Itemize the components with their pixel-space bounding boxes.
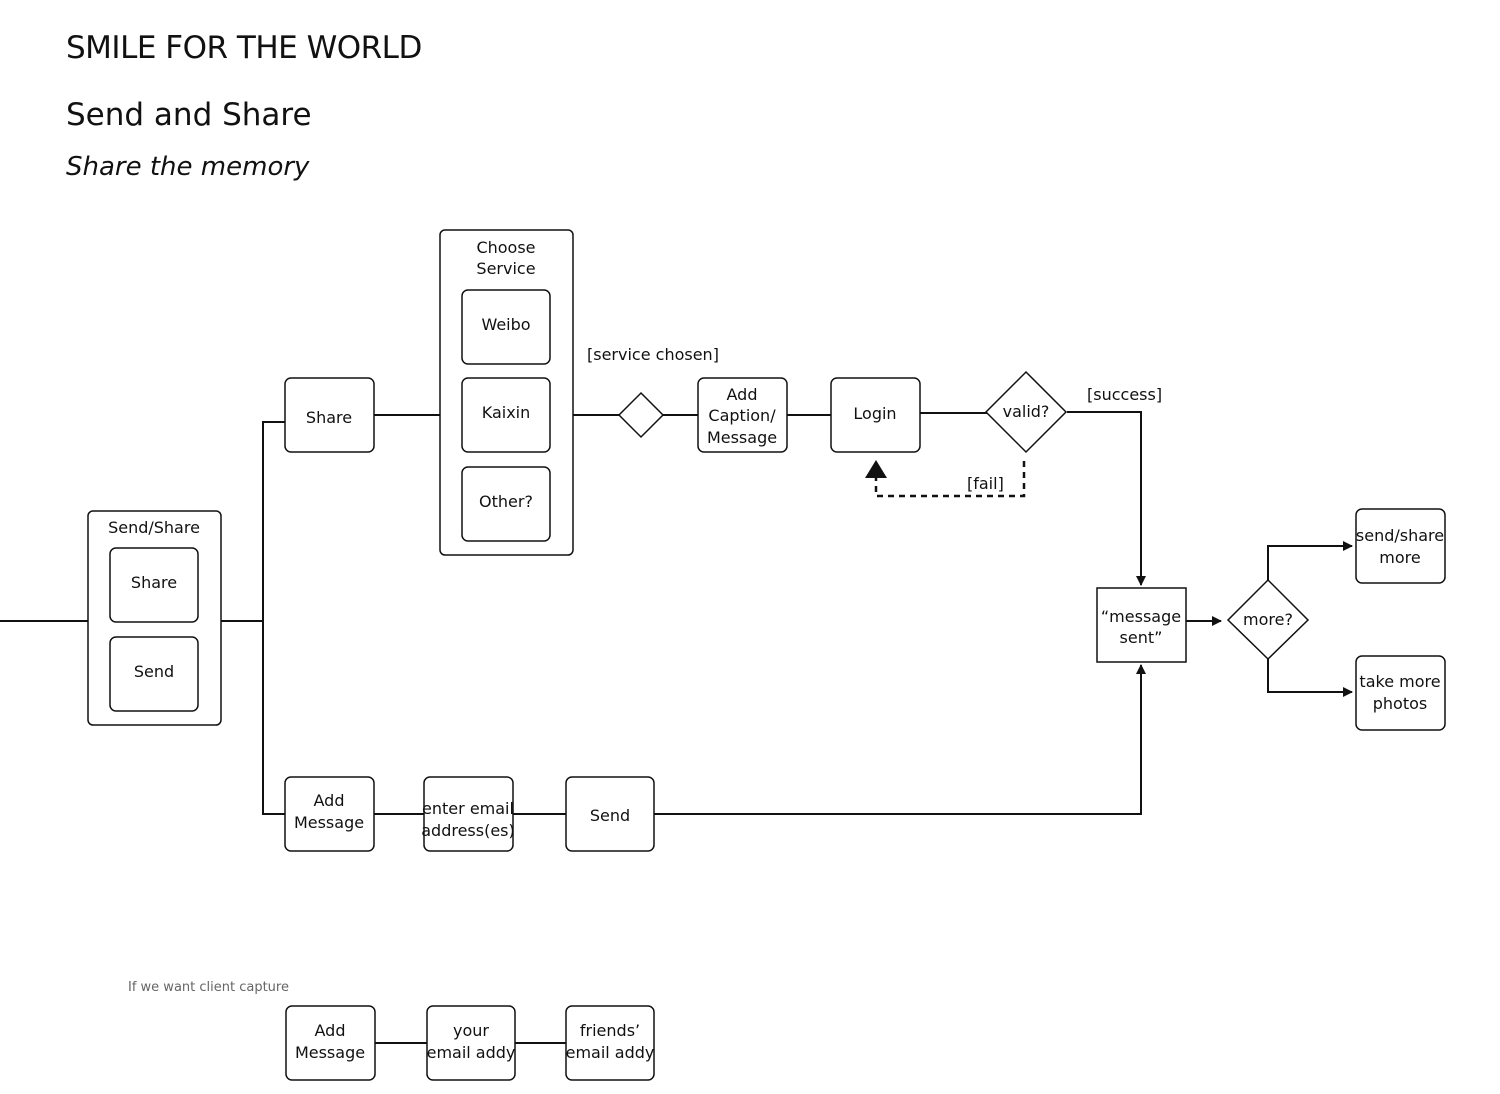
add-caption-box[interactable] (697, 377, 788, 453)
share-box[interactable] (284, 377, 375, 453)
take-more-photos-label-2: photos (1373, 694, 1427, 713)
cc-your-email-box[interactable] (426, 1005, 516, 1081)
add-message-box[interactable] (284, 776, 375, 852)
fail-arrowhead (865, 460, 887, 478)
choose-service-group: Choose Service Weibo Kaixin Other? (439, 229, 574, 556)
label-service-chosen: [service chosen] (587, 345, 719, 364)
enter-email-label-2: address(es) (421, 821, 515, 840)
choose-service-label-2: Service (476, 259, 535, 278)
add-caption-label-3: Message (707, 428, 777, 447)
message-sent-box (1096, 587, 1187, 663)
service-decision-diamond (617, 391, 665, 439)
label-fail: [fail] (967, 474, 1004, 493)
cc-friends-email-label-2: email addy (566, 1043, 655, 1062)
send-share-more-label-2: more (1379, 548, 1420, 567)
choose-service-label-1: Choose (476, 238, 535, 257)
share-label: Share (306, 408, 352, 427)
other-label: Other? (479, 492, 533, 511)
page-subtitle: Send and Share (66, 97, 312, 133)
valid-diamond (984, 370, 1068, 454)
edge-fail (874, 461, 1026, 498)
send-label: Send (590, 806, 630, 825)
enter-email-label-1: enter email (422, 799, 514, 818)
login-box[interactable] (830, 377, 921, 453)
group-send-label: Send (134, 662, 174, 681)
group-send-box[interactable] (109, 636, 199, 712)
cc-your-email-label-1: your (453, 1021, 489, 1040)
edge-more-photos (1267, 659, 1353, 697)
kaixin-box[interactable] (461, 377, 551, 453)
take-more-photos-label-1: take more (1359, 672, 1440, 691)
more-diamond (1226, 578, 1310, 661)
take-more-photos-box[interactable] (1355, 655, 1446, 731)
add-caption-label-1: Add (727, 385, 758, 404)
cc-your-email-label-2: email addy (427, 1043, 516, 1062)
weibo-box[interactable] (461, 289, 551, 365)
add-message-label-1: Add (314, 791, 345, 810)
message-sent-label-2: sent” (1120, 628, 1163, 647)
page-tagline: Share the memory (66, 152, 310, 182)
more-label: more? (1243, 610, 1293, 629)
valid-label: valid? (1003, 402, 1050, 421)
group-share-label: Share (131, 573, 177, 592)
cc-friends-email-label-1: friends’ (580, 1021, 640, 1040)
connectors (0, 411, 1353, 1044)
enter-email-box[interactable] (423, 776, 514, 852)
send-share-more-box[interactable] (1355, 508, 1446, 584)
weibo-label: Weibo (481, 315, 530, 334)
cc-add-message-label-1: Add (315, 1021, 346, 1040)
login-label: Login (853, 404, 896, 423)
group-share-box[interactable] (109, 547, 199, 623)
send-box[interactable] (565, 776, 655, 852)
cc-add-message-label-2: Message (295, 1043, 365, 1062)
send-share-group-label: Send/Share (108, 518, 200, 537)
add-caption-label-2: Caption/ (708, 406, 776, 425)
message-sent-label-1: “message (1101, 607, 1181, 626)
other-box[interactable] (461, 466, 551, 542)
edge-success (1067, 411, 1146, 586)
edge-more-share (1267, 541, 1353, 580)
cc-add-message-box[interactable] (285, 1005, 376, 1081)
edge-branch-trunk (262, 421, 285, 815)
label-success: [success] (1087, 385, 1162, 404)
page-title: SMILE FOR THE WORLD (66, 30, 422, 66)
send-share-more-label-1: send/share (1356, 526, 1444, 545)
edge-send-sent (654, 664, 1146, 815)
client-capture-note: If we want client capture (128, 980, 289, 995)
cc-friends-email-box[interactable] (565, 1005, 655, 1081)
kaixin-label: Kaixin (482, 403, 531, 422)
add-message-label-2: Message (294, 813, 364, 832)
send-share-group: Send/Share Share Send (87, 510, 222, 726)
